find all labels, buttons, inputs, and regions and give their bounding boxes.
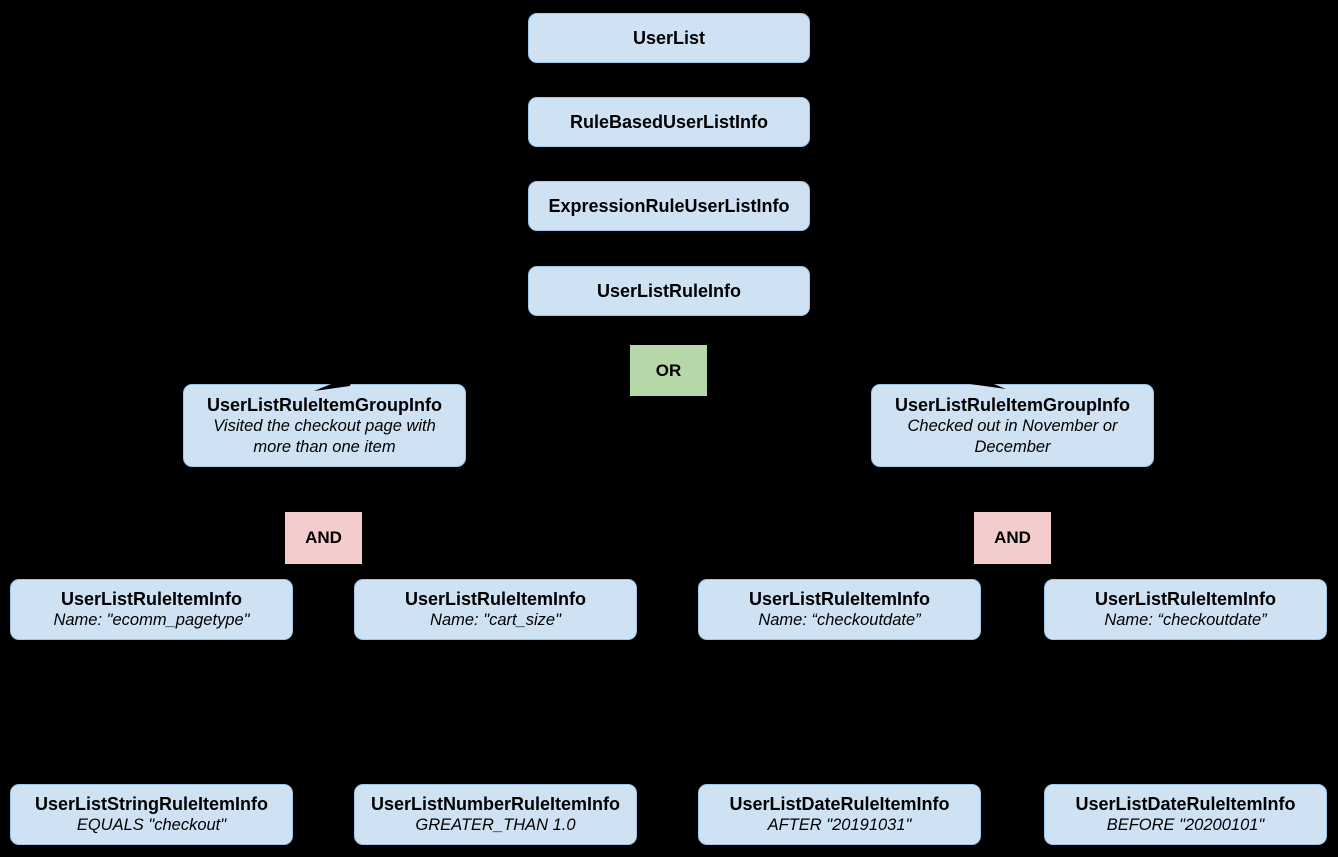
- node-title: UserListDateRuleItemInfo: [1075, 794, 1296, 814]
- node-description: Name: "ecomm_pagetype": [53, 611, 250, 629]
- node-number-rule-item: UserListNumberRuleItemInfo GREATER_THAN …: [354, 784, 637, 845]
- node-date-rule-item-before: UserListDateRuleItemInfo BEFORE "2020010…: [1044, 784, 1327, 845]
- node-rule-item-group-right: UserListRuleItemGroupInfo Checked out in…: [871, 384, 1154, 467]
- node-description: EQUALS "checkout": [76, 816, 227, 834]
- node-description: Checked out in November or December: [907, 416, 1118, 456]
- or-operator-node: OR: [630, 345, 707, 396]
- node-user-list-rule-info: UserListRuleInfo: [528, 266, 810, 316]
- node-title: UserList: [632, 28, 706, 48]
- node-title: UserListNumberRuleItemInfo: [370, 794, 621, 814]
- node-description: Name: “checkoutdate”: [1104, 611, 1267, 629]
- node-description: Name: “checkoutdate”: [758, 611, 921, 629]
- node-description: AFTER "20191031": [767, 816, 912, 834]
- arrowhead-icon: [967, 373, 1006, 389]
- arrowhead-icon: [314, 375, 353, 391]
- node-title: UserListRuleItemInfo: [404, 589, 587, 609]
- node-title: RuleBasedUserListInfo: [569, 112, 769, 132]
- node-title: UserListRuleItemInfo: [748, 589, 931, 609]
- node-title: UserListStringRuleItemInfo: [34, 794, 269, 814]
- node-date-rule-item-after: UserListDateRuleItemInfo AFTER "20191031…: [698, 784, 981, 845]
- node-title: UserListDateRuleItemInfo: [729, 794, 950, 814]
- node-description: GREATER_THAN 1.0: [415, 816, 576, 834]
- and-operator-node-left: AND: [285, 512, 362, 564]
- node-string-rule-item: UserListStringRuleItemInfo EQUALS "check…: [10, 784, 293, 845]
- node-user-list: UserList: [528, 13, 810, 63]
- node-title: UserListRuleItemInfo: [60, 589, 243, 609]
- node-title: UserListRuleInfo: [596, 281, 742, 301]
- node-rule-item-checkoutdate-2: UserListRuleItemInfo Name: “checkoutdate…: [1044, 579, 1327, 640]
- node-expression-rule-user-list-info: ExpressionRuleUserListInfo: [528, 181, 810, 231]
- node-title: UserListRuleItemInfo: [1094, 589, 1277, 609]
- node-title: UserListRuleItemGroupInfo: [894, 394, 1131, 415]
- node-rule-item-group-left: UserListRuleItemGroupInfo Visited the ch…: [183, 384, 466, 467]
- node-description: BEFORE "20200101": [1106, 816, 1265, 834]
- node-title: UserListRuleItemGroupInfo: [206, 394, 443, 415]
- node-rule-item-ecomm-pagetype: UserListRuleItemInfo Name: "ecomm_pagety…: [10, 579, 293, 640]
- node-rule-based-user-list-info: RuleBasedUserListInfo: [528, 97, 810, 147]
- node-description: Visited the checkout page with more than…: [213, 416, 436, 456]
- node-rule-item-cart-size: UserListRuleItemInfo Name: "cart_size": [354, 579, 637, 640]
- node-title: ExpressionRuleUserListInfo: [548, 196, 790, 216]
- and-operator-node-right: AND: [974, 512, 1051, 564]
- node-rule-item-checkoutdate-1: UserListRuleItemInfo Name: “checkoutdate…: [698, 579, 981, 640]
- node-description: Name: "cart_size": [430, 611, 561, 629]
